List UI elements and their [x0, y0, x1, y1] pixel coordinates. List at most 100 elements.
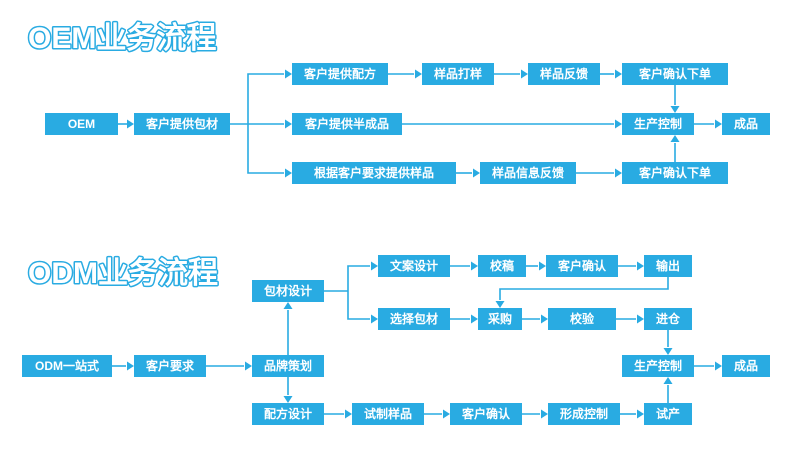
conn-inspect-to-warehouse [616, 314, 644, 324]
node-oem-confirm-order-2[interactable]: 客户确认下单 [622, 162, 728, 184]
arrow-head-icon [471, 261, 478, 271]
conn-confirm-to-output [618, 261, 644, 271]
conn-confirm1-to-prod [670, 85, 680, 113]
arrow-head-icon [471, 314, 478, 324]
conn-oem-to-packaging [118, 119, 134, 129]
node-label: 包材设计 [263, 283, 312, 298]
section-title-odm: ODM业务流程 [28, 257, 218, 290]
arrow-head-icon [615, 168, 622, 178]
conn-split-to-selectpkg [347, 291, 378, 324]
node-label: 客户要求 [145, 358, 195, 373]
node-oem-formula[interactable]: 客户提供配方 [292, 63, 388, 85]
node-label: 样品打样 [434, 66, 482, 81]
node-label: 客户确认 [557, 258, 607, 273]
node-odm-purchase[interactable]: 采购 [478, 308, 522, 330]
node-label: 试产 [656, 406, 680, 421]
node-oem-semi-finished[interactable]: 客户提供半成品 [292, 113, 402, 135]
node-label: 样品反馈 [540, 66, 588, 81]
conn-info-to-confirm2 [576, 168, 622, 178]
node-label: 试制样品 [364, 406, 412, 421]
arrow-head-icon [637, 261, 644, 271]
node-oem-sample-feedback[interactable]: 样品反馈 [528, 63, 600, 85]
arrow-head-icon [285, 69, 292, 79]
node-label: 校验 [570, 311, 595, 326]
node-odm-output[interactable]: 输出 [644, 255, 692, 277]
arrow-head-icon [443, 409, 450, 419]
node-label: 进仓 [656, 311, 681, 326]
node-odm-inspect[interactable]: 校验 [548, 308, 616, 330]
arrow-head-icon [670, 106, 680, 113]
node-odm-warehouse[interactable]: 进仓 [644, 308, 692, 330]
node-label: 输出 [656, 258, 680, 273]
node-label: 根据客户要求提供样品 [314, 165, 434, 180]
conn-prod-to-finished [694, 119, 722, 129]
node-odm-trial-sample[interactable]: 试制样品 [352, 403, 424, 425]
arrow-head-icon [541, 409, 548, 419]
node-odm-form-control[interactable]: 形成控制 [548, 403, 620, 425]
node-oem-production[interactable]: 生产控制 [622, 113, 694, 135]
node-label: 配方设计 [264, 406, 312, 421]
node-oem-sample-info[interactable]: 样品信息反馈 [480, 162, 576, 184]
node-label: 样品信息反馈 [492, 165, 564, 180]
node-odm-finished[interactable]: 成品 [722, 355, 770, 377]
arrow-head-icon [637, 314, 644, 324]
arrow-head-icon [283, 302, 293, 309]
conn-trial-to-confirm2 [424, 409, 450, 419]
node-label: 客户确认下单 [638, 66, 711, 81]
node-oem-sample-request[interactable]: 根据客户要求提供样品 [292, 162, 456, 184]
node-odm-customer-confirm[interactable]: 客户确认 [546, 255, 618, 277]
conn-copy-to-proof [450, 261, 478, 271]
arrow-head-icon [663, 348, 673, 355]
conn-branch-up [247, 69, 292, 124]
node-label: 选择包材 [390, 311, 438, 326]
arrow-head-icon [245, 361, 252, 371]
section-title-oem: OEM业务流程 [28, 22, 216, 55]
node-label: 生产控制 [634, 116, 682, 131]
node-label: 客户确认下单 [638, 165, 711, 180]
conn-semi-to-prod [402, 119, 622, 129]
node-odm-pkg-design[interactable]: 包材设计 [252, 280, 324, 302]
node-label: 采购 [487, 311, 512, 326]
node-label: 成品 [734, 116, 758, 131]
node-label: 客户提供半成品 [304, 116, 389, 131]
arrow-head-icon [715, 119, 722, 129]
conn-req-to-brand [206, 361, 252, 371]
conn-brand-to-pkgdesign [283, 302, 293, 355]
conn-sample-to-feedback [494, 69, 528, 79]
node-label: 文案设计 [390, 258, 438, 273]
arrow-head-icon [285, 119, 292, 129]
node-odm-confirm-2[interactable]: 客户确认 [450, 403, 522, 425]
conn-brand-to-formula [283, 377, 293, 403]
arrow-head-icon [615, 119, 622, 129]
node-label: 成品 [734, 358, 758, 373]
conn-output-to-purchase [495, 277, 669, 308]
conn-proof-to-confirm [526, 261, 546, 271]
node-odm-requirement[interactable]: 客户要求 [134, 355, 206, 377]
conn-purchase-to-inspect [522, 314, 548, 324]
node-odm-formula-design[interactable]: 配方设计 [252, 403, 324, 425]
conn-formula-to-trial [324, 409, 352, 419]
node-odm-production[interactable]: 生产控制 [622, 355, 694, 377]
node-oem-finished[interactable]: 成品 [722, 113, 770, 135]
node-odm-select-pkg[interactable]: 选择包材 [378, 308, 450, 330]
conn-branch-down [247, 124, 292, 178]
node-oem-sample-make[interactable]: 样品打样 [422, 63, 494, 85]
node-odm-brand-plan[interactable]: 品牌策划 [252, 355, 324, 377]
node-odm-copy-design[interactable]: 文案设计 [378, 255, 450, 277]
arrow-head-icon [663, 377, 673, 384]
node-label: 校稿 [490, 258, 514, 273]
conn-warehouse-to-prod [663, 330, 673, 355]
node-odm-trial-prod[interactable]: 试产 [644, 403, 692, 425]
node-oem-start[interactable]: OEM [45, 113, 118, 135]
node-label: 形成控制 [560, 406, 608, 421]
node-oem-confirm-order-1[interactable]: 客户确认下单 [622, 63, 728, 85]
node-oem-packaging[interactable]: 客户提供包材 [134, 113, 230, 135]
node-label: ODM一站式 [35, 358, 99, 373]
arrow-head-icon [127, 361, 134, 371]
arrow-head-icon [345, 409, 352, 419]
arrow-head-icon [521, 69, 528, 79]
node-odm-start[interactable]: ODM一站式 [22, 355, 112, 377]
node-odm-proofread[interactable]: 校稿 [478, 255, 526, 277]
